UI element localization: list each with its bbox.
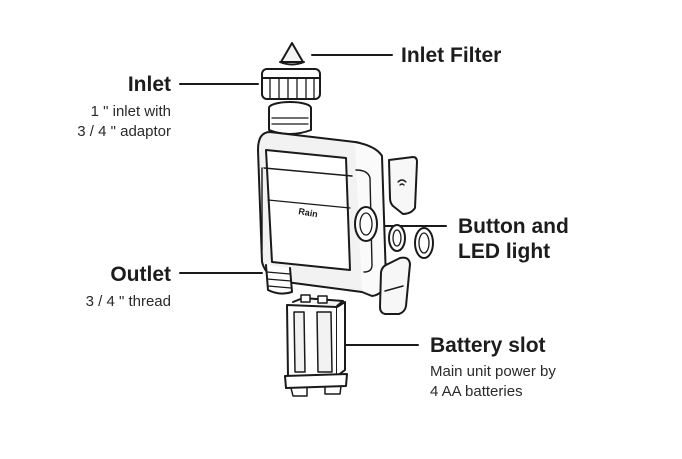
top-cover-piece — [388, 156, 418, 215]
outlet-label: Outlet — [110, 263, 171, 286]
inlet-filter-cone — [280, 42, 304, 63]
battery-slot — [284, 294, 348, 397]
inlet-description-line1: 1 " inlet with — [90, 103, 171, 120]
button-ring-small — [388, 224, 406, 252]
battery-description-line2: 4 AA batteries — [430, 383, 523, 400]
svg-text:Rain: Rain — [298, 206, 319, 219]
button-ring-large — [414, 227, 434, 259]
battery-description-line1: Main unit power by — [430, 363, 556, 380]
inlet-filter-label: Inlet Filter — [401, 44, 502, 67]
inlet-description-line2: 3 / 4 " adaptor — [77, 123, 171, 140]
led-button — [354, 206, 378, 242]
button-label-line2: LED light — [458, 240, 551, 263]
battery-slot-label: Battery slot — [430, 334, 546, 357]
outlet-thread — [265, 264, 293, 295]
inlet-nut — [261, 68, 321, 100]
inlet-label: Inlet — [127, 73, 171, 96]
bottom-cover-piece — [379, 256, 411, 315]
button-label-line1: Button and — [458, 215, 569, 238]
inlet-adaptor — [268, 101, 312, 135]
outlet-description: 3 / 4 " thread — [85, 293, 171, 310]
